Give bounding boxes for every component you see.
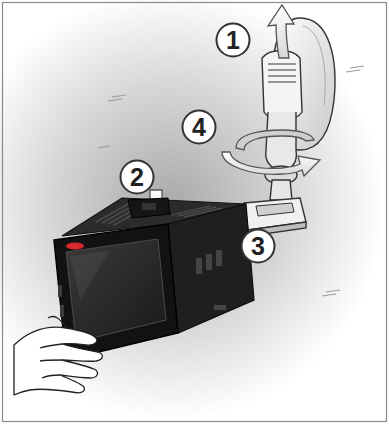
callout-circle: 1 (215, 22, 251, 58)
lift-arrow (268, 5, 294, 58)
callout-number: 1 (226, 28, 240, 53)
callout-circle: 2 (119, 159, 155, 195)
suction-mount (244, 18, 335, 236)
frame-border (3, 3, 387, 422)
callout-circle-shape (242, 230, 275, 263)
callout-circle-shape (121, 161, 154, 194)
callout-circle: 3 (240, 228, 276, 264)
callout-number: 3 (251, 234, 265, 259)
hand-drawing (14, 316, 102, 395)
callout-number: 2 (130, 165, 144, 190)
callout-circle-shape (183, 111, 216, 144)
callout-circle: 4 (181, 109, 217, 145)
callout-circle-shape (217, 24, 250, 57)
callout-number: 4 (192, 115, 206, 140)
rotate-arrow (222, 130, 320, 176)
